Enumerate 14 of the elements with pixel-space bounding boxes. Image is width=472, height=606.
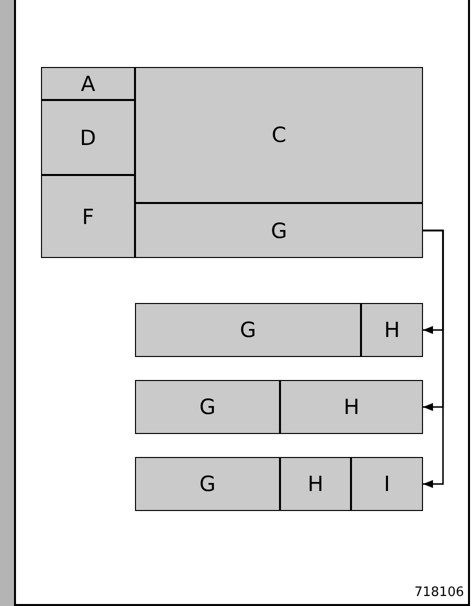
block-box: G [135, 203, 423, 258]
block-box: I [351, 457, 423, 511]
block-box: H [280, 380, 423, 434]
block-box: A [41, 67, 135, 100]
block-box: H [280, 457, 351, 511]
block-box: F [41, 175, 135, 258]
block-box: G [135, 303, 361, 357]
block-box: H [361, 303, 423, 357]
block-box: G [135, 457, 280, 511]
block-box: C [135, 67, 423, 203]
block-box: D [41, 100, 135, 175]
figure-number: 718106 [414, 585, 464, 600]
arrow [423, 230, 444, 488]
block-box: G [135, 380, 280, 434]
